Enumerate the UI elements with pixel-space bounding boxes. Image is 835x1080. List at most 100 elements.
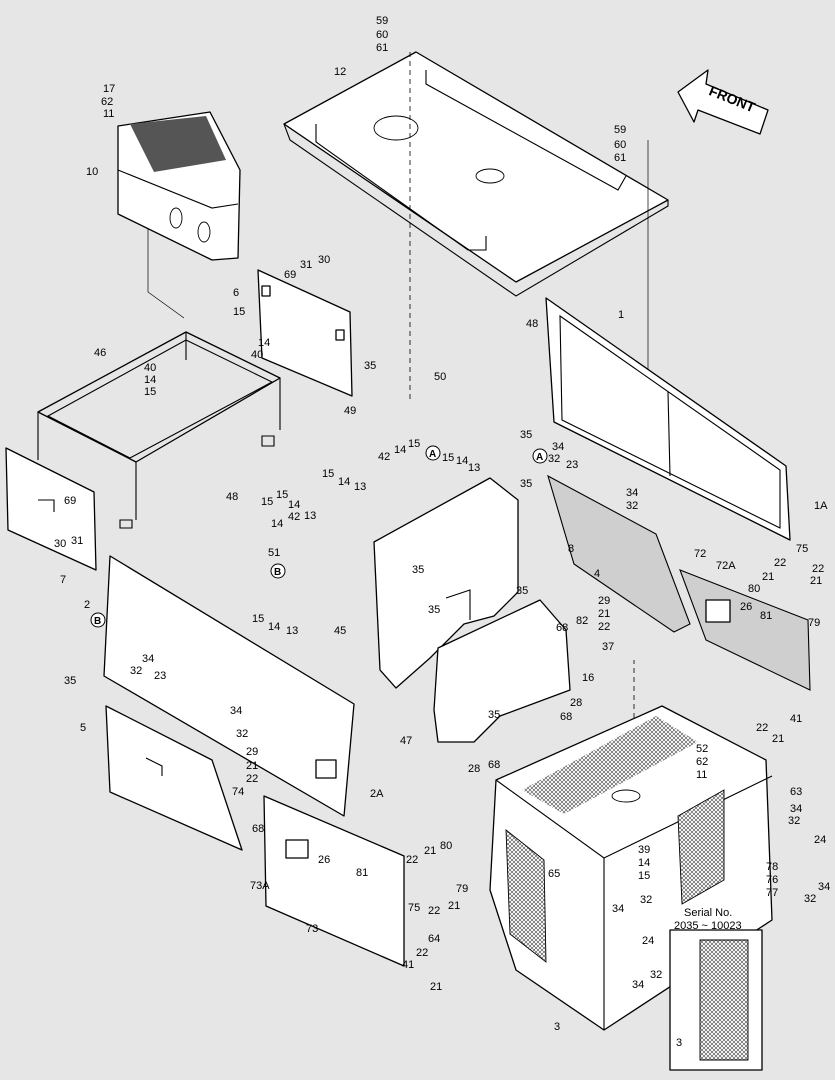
callout: 35 — [520, 429, 532, 441]
callout: 13 — [286, 625, 298, 637]
callout: 14 — [456, 455, 468, 467]
bulkhead-47 — [433, 599, 571, 743]
callout: 15 — [276, 489, 288, 501]
ref-b-1: B — [270, 563, 286, 579]
door-72 — [679, 569, 811, 691]
callout: 6 — [233, 287, 239, 299]
callout: 46 — [94, 347, 106, 359]
callout: 50 — [434, 371, 446, 383]
callout: 34 — [142, 653, 154, 665]
callout: 1 — [618, 309, 624, 321]
callout: 15 — [322, 468, 334, 480]
callout: 14 — [144, 374, 156, 386]
callout: 32 — [626, 500, 638, 512]
callout: 23 — [154, 670, 166, 682]
callout: 40 — [144, 362, 156, 374]
callout: 3 — [554, 1021, 560, 1033]
callout: 23 — [566, 459, 578, 471]
callout: 35 — [364, 360, 376, 372]
callout: 73 — [306, 923, 318, 935]
callout: 12 — [334, 66, 346, 78]
callout: 4 — [594, 568, 600, 580]
callout: 22 — [406, 854, 418, 866]
callout: 21 — [762, 571, 774, 583]
inset-callout-3: 3 — [676, 1037, 682, 1049]
callout: 79 — [456, 883, 468, 895]
ref-b-2: B — [90, 612, 106, 628]
callout: 1A — [814, 500, 828, 512]
callout: 60 — [614, 139, 626, 151]
callout: 77 — [766, 887, 778, 899]
callout: 22 — [812, 563, 824, 575]
callout: 29 — [246, 746, 258, 758]
callout: 13 — [468, 462, 480, 474]
callout: 30 — [318, 254, 330, 266]
callout: 29 — [598, 595, 610, 607]
panel-4 — [547, 474, 691, 633]
svg-text:A: A — [429, 449, 436, 460]
front-arrow: FRONT — [677, 69, 769, 135]
callout: 39 — [638, 844, 650, 856]
callout: 68 — [252, 823, 264, 835]
lower-door-73 — [263, 795, 405, 967]
callout: 14 — [394, 444, 406, 456]
callout: 8 — [568, 543, 574, 555]
callout: 76 — [766, 874, 778, 886]
callout: 35 — [516, 585, 528, 597]
callout: 34 — [818, 881, 830, 893]
callout: 10 — [86, 166, 98, 178]
callout: 21 — [246, 760, 258, 772]
callout: 14 — [338, 476, 350, 488]
callout: 13 — [354, 481, 366, 493]
callout: 35 — [428, 604, 440, 616]
callout: 22 — [416, 947, 428, 959]
callout: 26 — [740, 601, 752, 613]
callout: 24 — [642, 935, 654, 947]
callout: 35 — [488, 709, 500, 721]
callout: 15 — [252, 613, 264, 625]
callout: 41 — [790, 713, 802, 725]
callout: 75 — [408, 902, 420, 914]
leader-line — [147, 215, 185, 319]
callout: 31 — [300, 259, 312, 271]
vent-box — [117, 111, 241, 261]
callout: 15 — [638, 870, 650, 882]
callout: 49 — [344, 405, 356, 417]
callout: 31 — [71, 535, 83, 547]
callout: 28 — [468, 763, 480, 775]
callout: 62 — [101, 96, 113, 108]
callout: 41 — [402, 959, 414, 971]
callout: 11 — [103, 108, 114, 120]
callout: 79 — [808, 617, 820, 629]
side-plate-7 — [5, 447, 97, 571]
callout: 14 — [258, 337, 270, 349]
callout: 24 — [814, 834, 826, 846]
callout: 42 — [378, 451, 390, 463]
panel-6 — [257, 269, 353, 397]
main-frame — [37, 331, 281, 529]
callout: 45 — [334, 625, 346, 637]
callout: 34 — [632, 979, 644, 991]
callout: 68 — [556, 622, 568, 634]
callout: 62 — [696, 756, 708, 768]
callout: 51 — [268, 547, 280, 559]
callout: 40 — [251, 349, 263, 361]
svg-text:A: A — [536, 452, 543, 463]
callout: 15 — [408, 438, 420, 450]
callout: 22 — [756, 722, 768, 734]
ref-a-2: A — [532, 448, 548, 464]
callout: 68 — [560, 711, 572, 723]
callout: 48 — [226, 491, 238, 503]
callout: 2A — [370, 788, 384, 800]
callout: 68 — [488, 759, 500, 771]
callout: 35 — [412, 564, 424, 576]
callout: 21 — [430, 981, 442, 993]
svg-text:B: B — [94, 616, 101, 627]
bulkhead-45 — [373, 477, 519, 689]
callout: 80 — [440, 840, 452, 852]
callout: 81 — [760, 610, 772, 622]
callout: 81 — [356, 867, 368, 879]
callout: 78 — [766, 861, 778, 873]
callout: 15 — [144, 386, 156, 398]
callout: 34 — [626, 487, 638, 499]
